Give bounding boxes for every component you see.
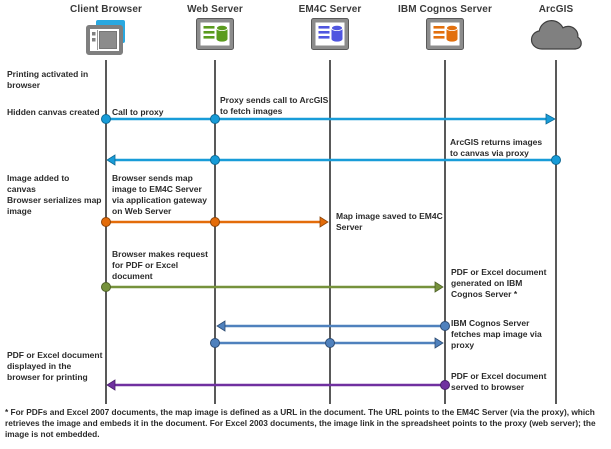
label-browser-requests-doc: Browser makes request for PDF or Excel d… (112, 249, 208, 281)
dot-webserver-msg1 (210, 114, 220, 124)
label-arcgis-returns: ArcGIS returns images to canvas via prox… (450, 137, 543, 158)
dot-arcgis-msg2 (551, 155, 561, 165)
client-browser-icon (86, 20, 125, 55)
dot-browser-msg3 (101, 217, 111, 227)
note-printing-activated: Printing activated in browser (7, 69, 89, 90)
dot-webserver-msg3 (210, 217, 220, 227)
dot-browser-msg1 (101, 114, 111, 124)
note-hidden-canvas: Hidden canvas created (7, 107, 100, 117)
arrowhead-cognos-fetches-request (216, 320, 226, 332)
actor-label-web-server: Web Server (187, 4, 243, 15)
footnote: * For PDFs and Excel 2007 documents, the… (5, 407, 596, 439)
arrowhead-call-to-proxy (545, 113, 556, 125)
ibm-cognos-server-icon (426, 18, 464, 50)
actor-web-server: Web Server (160, 4, 270, 50)
actor-client-browser: Client Browser (51, 4, 161, 58)
actor-ibm-cognos-server: IBM Cognos Server (390, 4, 500, 50)
arcgis-cloud-icon (530, 19, 582, 50)
arrowhead-arcgis-returns (106, 154, 116, 166)
label-proxy-sends: Proxy sends call to ArcGIS to fetch imag… (220, 95, 329, 116)
label-cognos-fetches: IBM Cognos Server fetches map image via … (451, 318, 542, 350)
arrowhead-doc-served (106, 379, 116, 391)
dot-em4c-msg6 (325, 338, 335, 348)
label-map-saved: Map image saved to EM4C Server (336, 211, 443, 232)
actor-label-client-browser: Client Browser (70, 4, 142, 15)
dot-browser-msg4 (101, 282, 111, 292)
dot-webserver-msg6 (210, 338, 220, 348)
arrowhead-proxy-returns-image (434, 337, 444, 349)
arrowhead-browser-sends-map (319, 216, 329, 228)
arrowhead-browser-requests-doc (434, 281, 444, 293)
em4c-server-icon (311, 18, 349, 50)
actor-label-arcgis: ArcGIS (538, 4, 574, 15)
dot-cognos-msg7 (440, 380, 450, 390)
note-image-added: Image added to canvas Browser serializes… (7, 173, 102, 216)
actor-label-em4c-server: EM4C Server (298, 4, 362, 15)
label-doc-generated: PDF or Excel document generated on IBM C… (451, 267, 547, 299)
dot-webserver-msg2 (210, 155, 220, 165)
label-doc-served: PDF or Excel document served to browser (451, 371, 547, 392)
label-browser-sends-map: Browser sends map image to EM4C Server v… (112, 173, 207, 216)
actor-arcgis: ArcGIS (501, 4, 611, 54)
web-server-icon (196, 18, 234, 50)
actor-label-ibm-cognos-server: IBM Cognos Server (398, 4, 492, 15)
label-call-to-proxy: Call to proxy (112, 107, 164, 117)
actor-em4c-server: EM4C Server (275, 4, 385, 50)
note-doc-displayed: PDF or Excel document displayed in the b… (7, 350, 103, 382)
dot-cognos-msg5 (440, 321, 450, 331)
